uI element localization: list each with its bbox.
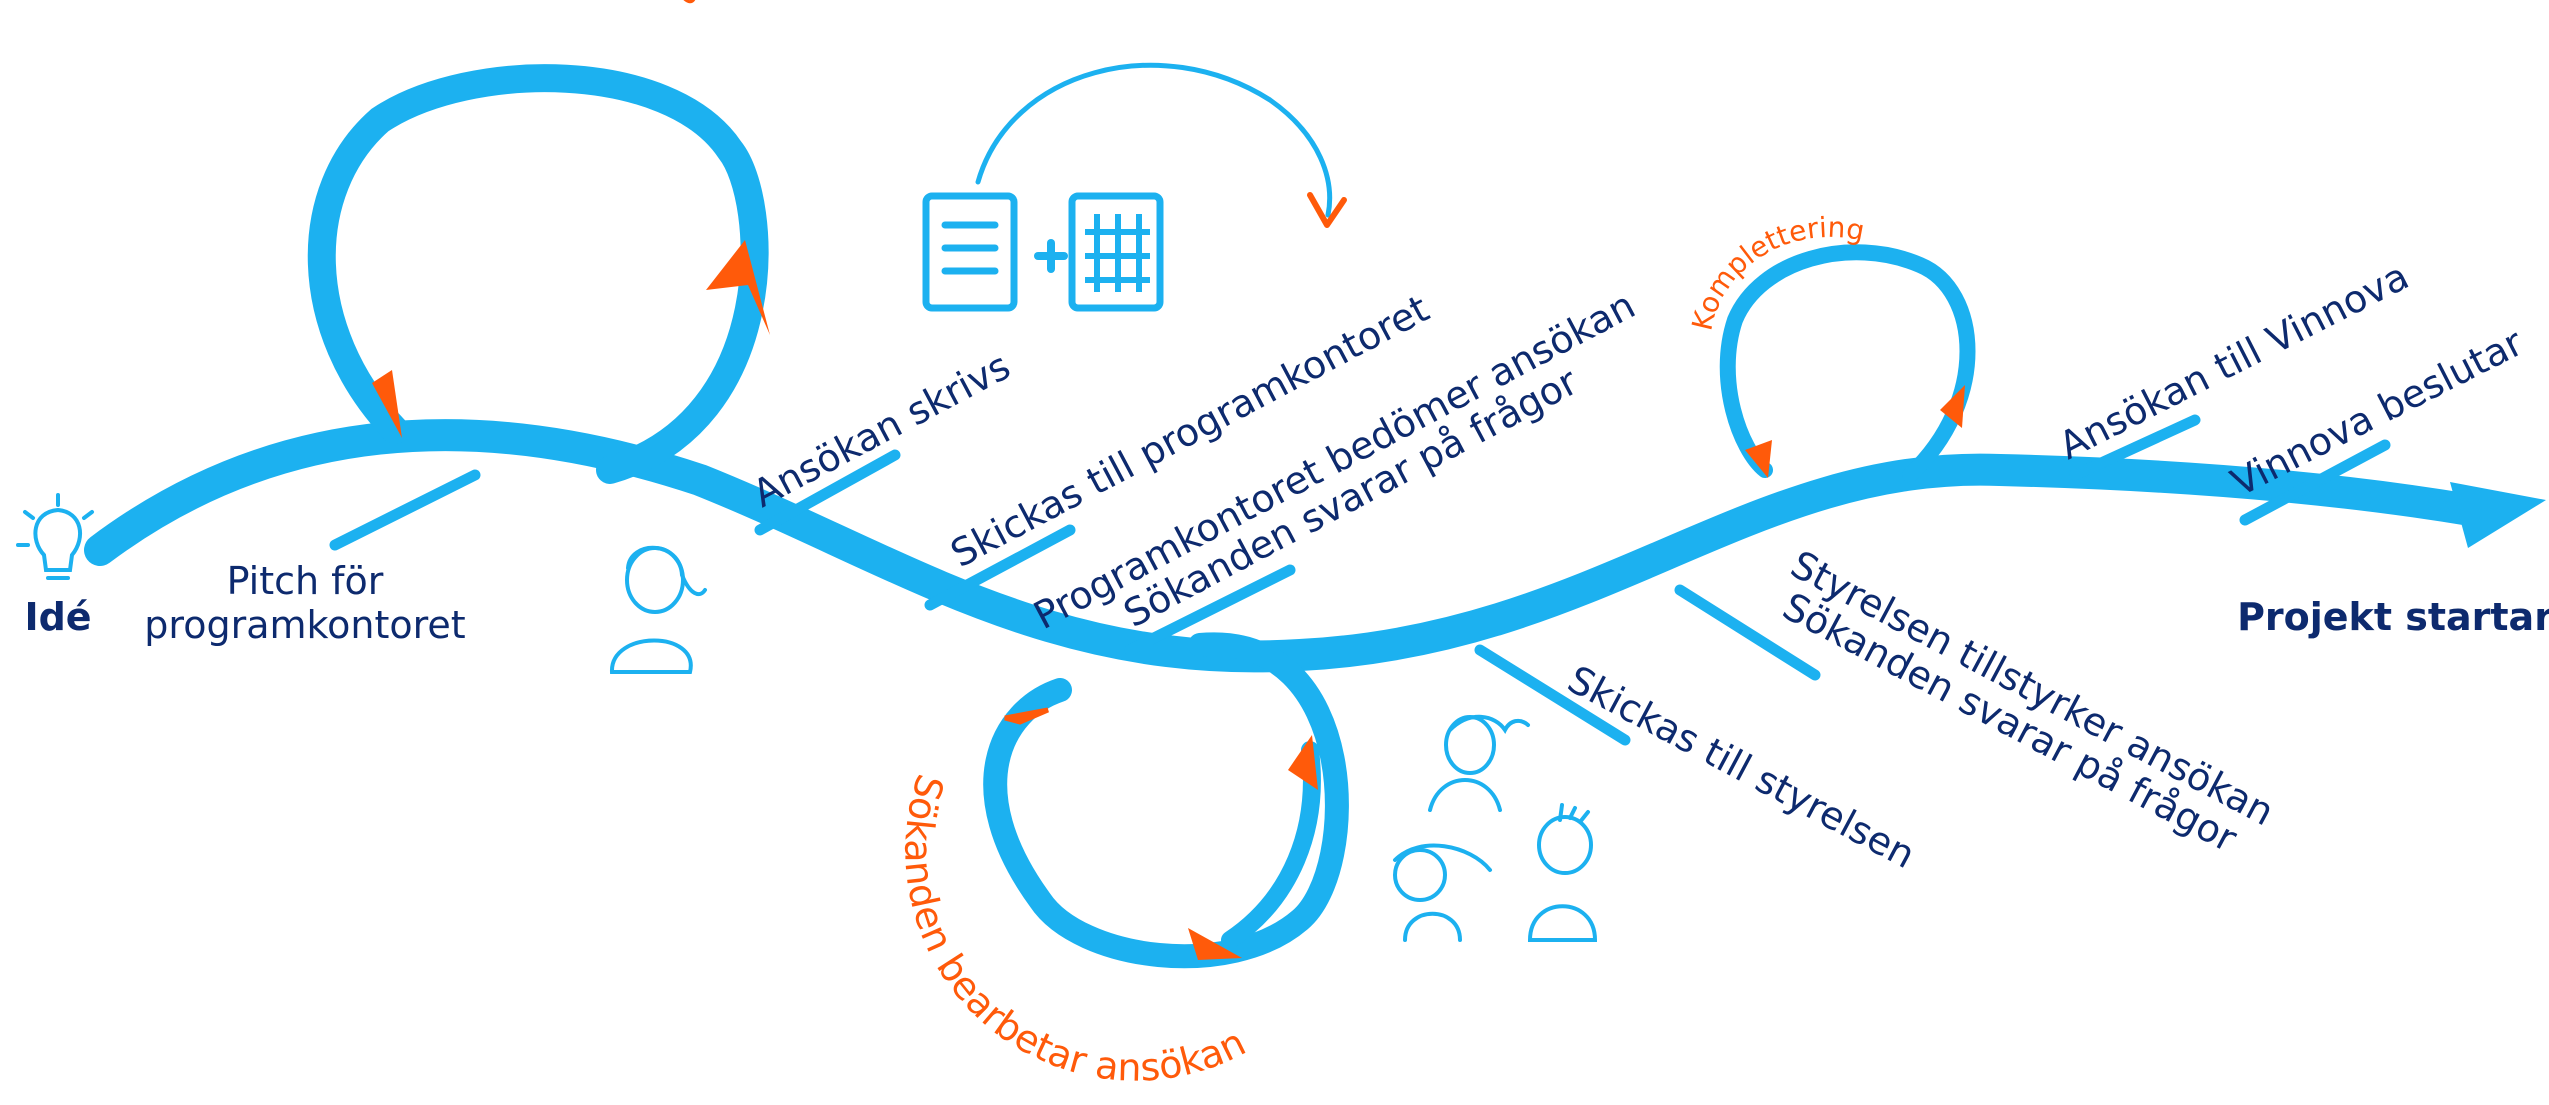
spreadsheet-icon <box>1068 192 1164 312</box>
path-end-arrowhead <box>2450 482 2546 548</box>
main-process-path <box>84 419 2546 673</box>
loop-arrow-icon <box>975 62 1333 218</box>
step-pitch-line1: Pitch för <box>227 559 384 603</box>
loop-complement-arrowhead <box>1745 440 1772 478</box>
tick-board <box>1674 584 1821 681</box>
step-ticks <box>329 414 2391 746</box>
tick-sent-board <box>1474 644 1631 746</box>
loop-applicant-arrowhead-left <box>1004 707 1049 725</box>
step-board-line1: Styrelsen tillstyrker ansökan <box>1784 542 2281 834</box>
start-label: Idé <box>24 595 91 639</box>
tick-sent-office <box>924 524 1076 611</box>
loop-idea: Idé bearbetas <box>307 0 770 484</box>
loop-applicant-arrowhead-right <box>1288 735 1318 790</box>
plus-icon <box>1034 239 1068 273</box>
tick-office-assess <box>1124 564 1296 656</box>
step-writing-label: Ansökan skrivs <box>746 344 1018 516</box>
step-sent-board-label: Skickas till styrelsen <box>1561 657 1922 877</box>
document-plus-spreadsheet <box>922 62 1347 312</box>
step-office-assess-line2: Sökanden svarar på frågor <box>1117 359 1585 636</box>
lightbulb-icon <box>16 493 100 580</box>
loop-applicant-arrowhead <box>1188 928 1242 960</box>
person-icon <box>1428 714 1530 812</box>
person-icon <box>609 545 707 674</box>
loop-complement: Komplettering <box>1685 211 1976 483</box>
document-icon <box>922 192 1018 312</box>
loop-complement-arrowhead-right <box>1940 385 1965 428</box>
step-pitch-line2: programkontoret <box>144 603 465 647</box>
person-icon <box>1393 843 1492 942</box>
tick-to-vinnova <box>2069 414 2201 481</box>
loop-idea-arrowhead-top <box>706 240 770 335</box>
end-label: Projekt startar <box>2237 595 2549 639</box>
tick-writing <box>754 449 901 536</box>
tick-vinnova-decides <box>2239 439 2391 526</box>
tick-pitch <box>329 469 481 551</box>
person-icon <box>1527 803 1598 942</box>
loop-applicant: Sökanden bearbetar ansökan <box>896 632 1349 1090</box>
loop-idea-label: Idé bearbetas <box>432 0 715 14</box>
loop-idea-arrowhead <box>372 370 402 438</box>
